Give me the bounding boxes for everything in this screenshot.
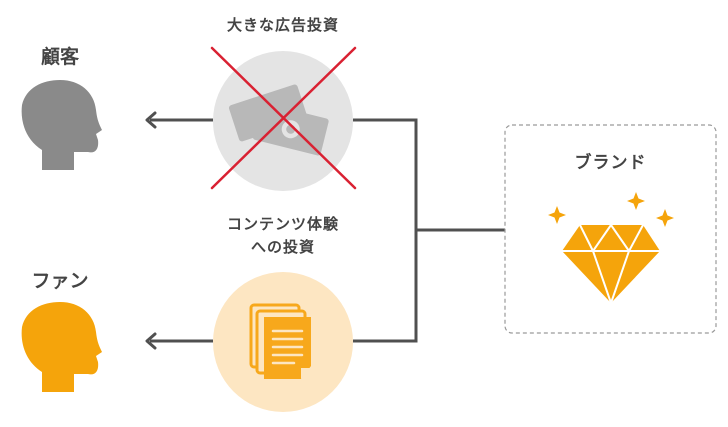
fan-label: ファン [31, 270, 89, 292]
ad-investment-label: 大きな広告投資 [226, 16, 339, 34]
diamond-icon [562, 224, 660, 304]
fan-head-icon [21, 302, 103, 392]
content-investment-label-line1: コンテンツ体験 [226, 215, 339, 233]
arrowhead-to-customer [145, 111, 157, 129]
customer-head-icon [21, 80, 103, 170]
brand-label: ブランド [574, 153, 647, 173]
documents-icon [249, 303, 311, 379]
connector-lines [150, 118, 505, 343]
arrowhead-to-fan [145, 332, 157, 350]
brand-box [504, 124, 717, 334]
content-investment-label-line2: への投資 [250, 238, 315, 256]
customer-label: 顧客 [40, 46, 79, 68]
content-investment-label: コンテンツ体験 への投資 [198, 213, 368, 259]
sparkle-icons [548, 192, 674, 227]
cross-out-icon [210, 46, 357, 190]
